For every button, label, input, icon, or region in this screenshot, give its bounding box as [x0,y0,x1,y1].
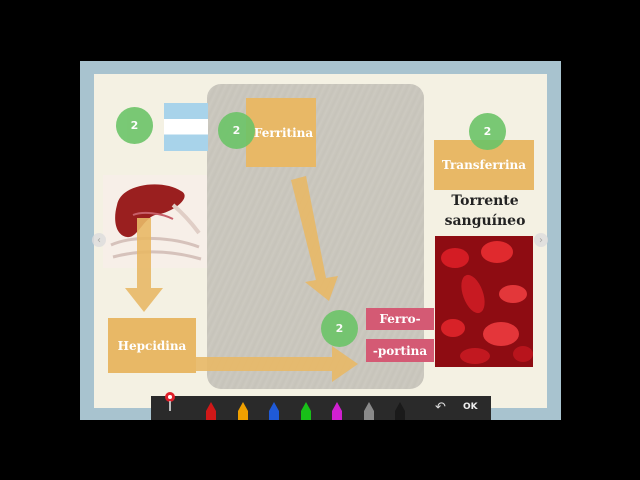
torrente-line1: Torrente [451,193,519,209]
blue-pen-icon[interactable] [268,402,280,420]
blood-cells-image [435,236,533,367]
red-pen-icon[interactable] [205,402,217,420]
arrow-liver-to-hepcidina [125,218,163,312]
ferritina-box: Ferritina [246,98,316,167]
prev-slide-button[interactable]: ‹ [92,233,106,247]
hepcidina-label: Hepcidina [117,338,187,353]
magenta-pen-icon[interactable] [331,402,343,420]
arrow-ferritina-to-ferroportina [291,176,338,301]
hepcidina-box: Hepcidina [108,318,196,373]
next-slide-button[interactable]: › [534,233,548,247]
black-pen-icon[interactable] [394,402,406,420]
gray-pen-icon[interactable] [363,402,375,420]
ferroportina-top-label: Ferro- [379,312,421,326]
badge-transferrina: 2 [469,113,506,150]
green-pen-icon[interactable] [300,402,312,420]
badge-flag: 2 [116,107,153,144]
ferroportina-bottom-label: -portina [372,343,428,358]
transferrina-label: Transferrina [441,158,527,172]
arrow-hepcidina-to-ferroportina [194,346,358,382]
orange-pen-icon[interactable] [237,402,249,420]
ferroportina-top-box: Ferro- [366,308,434,330]
undo-icon[interactable]: ↶ [435,400,446,415]
ferritina-label: Ferritina [253,125,314,140]
ferroportina-bottom-box: -portina [366,339,434,362]
pointer-pin-icon[interactable] [163,391,177,411]
torrente-line2: sanguíneo [444,213,526,229]
ok-button[interactable]: OK [463,402,478,412]
badge-ferroportina: 2 [321,310,358,347]
badge-ferritina: 2 [218,112,255,149]
argentina-flag-image [164,103,208,151]
torrente-sanguineo-title: Torrente sanguíneo [436,191,534,231]
liver-image [103,175,207,268]
